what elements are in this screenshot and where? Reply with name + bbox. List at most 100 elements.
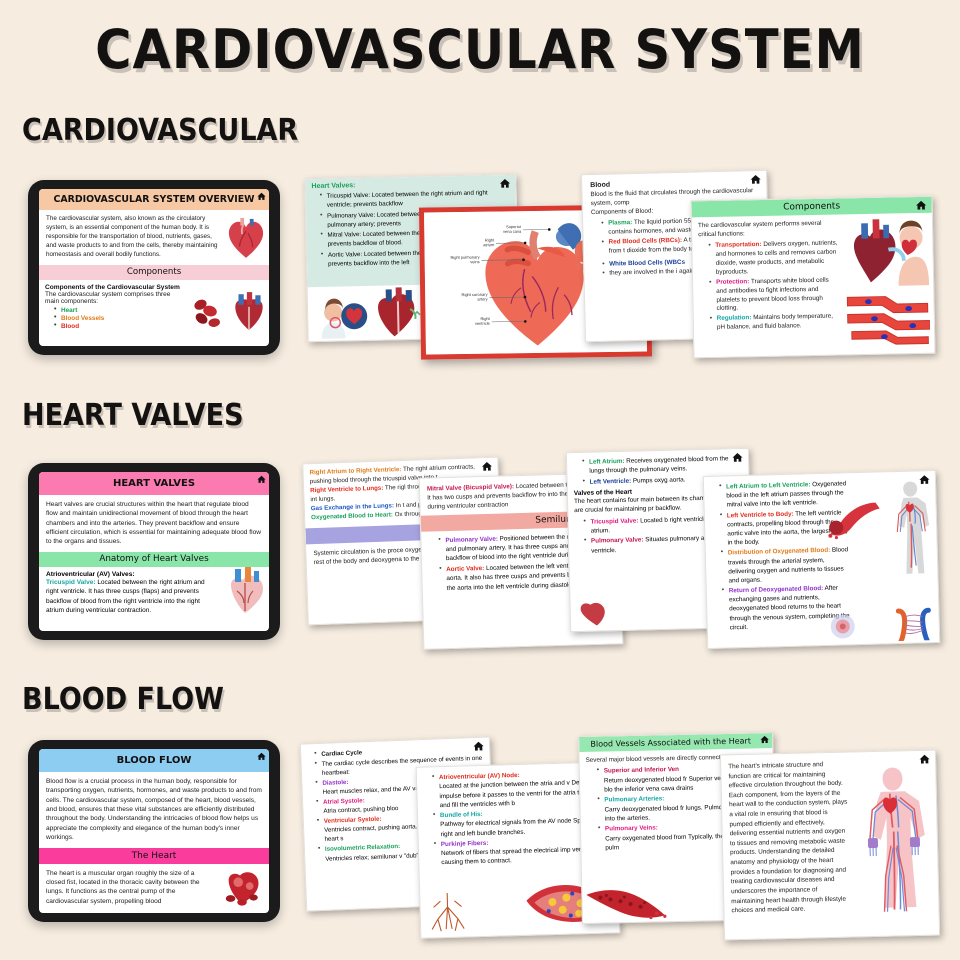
term: White Blood Cells (WBCs: [609, 258, 686, 268]
components-intro: The cardiovascular system performs sever…: [697, 219, 822, 239]
list-item: Protection: Transports white blood cells…: [708, 276, 840, 314]
capillary-bed-illustration: [830, 608, 871, 643]
summary-text: The heart's intricate structure and func…: [728, 761, 848, 915]
home-icon[interactable]: [257, 752, 266, 761]
term: Atrioventricular (AV) Node:: [438, 771, 520, 782]
term: Pulmonary Valve:: [590, 536, 644, 545]
overview-intro: The cardiovascular system, also known as…: [46, 215, 218, 258]
list-item: Regulation: Maintains body temperature, …: [709, 313, 840, 333]
tricuspid-term: Tricuspid Valve:: [46, 578, 96, 586]
the-heart-text: The heart is a muscular organ roughly th…: [46, 869, 200, 905]
list-item: Blood: [53, 322, 185, 330]
card-pulmonary-circulation[interactable]: Right Atrium to Right Ventricle: The rig…: [302, 456, 504, 626]
valves-slide-subheader: Anatomy of Heart Valves: [39, 551, 269, 567]
list-item: Left Atrium: Receives oxygenated blood f…: [581, 454, 742, 477]
card-blood-vessels[interactable]: Blood Vessels Associated with the Heart …: [578, 731, 777, 925]
heart-illustration: [227, 210, 269, 265]
text: Pumps oxyg aorta.: [632, 475, 686, 485]
term: Pulmonary Valve:: [445, 535, 498, 544]
home-icon[interactable]: [919, 474, 930, 485]
heart-valves-slide: HEART VALVES Heart valves are crucial st…: [39, 472, 269, 631]
tablet-frame-heart-valves: HEART VALVES Heart valves are crucial st…: [28, 463, 280, 640]
section-title-blood-flow: BLOOD FLOW: [22, 682, 224, 717]
text: Ventricles relax; semilunar v "dub").: [325, 851, 423, 863]
components-banner: Components: [691, 196, 932, 218]
svg-text:atrium: atrium: [483, 242, 495, 247]
text: Atria contract, pushing bloo: [323, 805, 399, 816]
home-icon[interactable]: [732, 452, 743, 463]
term: Isovolumetric Relaxation:: [324, 843, 401, 854]
list-item: Distribution of Oxygenated Blood: Blood …: [720, 546, 852, 586]
term: Cardiac Cycle: [321, 749, 363, 758]
card-blood[interactable]: Blood Blood is the fluid that circulates…: [580, 169, 772, 343]
blood-flow-header: BLOOD FLOW: [39, 749, 269, 772]
overview-section-text: The cardiovascular system comprises thre…: [45, 290, 171, 305]
card-components[interactable]: Components The cardiovascular system per…: [690, 195, 936, 359]
list-item: Transportation: Delivers oxygen, nutrien…: [707, 239, 839, 277]
tablet-frame-overview: CARDIOVASCULAR SYSTEM OVERVIEW The cardi…: [28, 180, 280, 355]
home-icon[interactable]: [257, 192, 266, 201]
heart-small-illustration: [574, 598, 611, 629]
card-blood-distribution[interactable]: Left Atrium to Left Ventricle: Oxygenate…: [702, 469, 941, 650]
home-icon[interactable]: [481, 461, 492, 472]
tricuspid-text: Located between the right atrium and rig…: [46, 578, 205, 615]
term: Pulmonary Arteries:: [604, 795, 665, 804]
components-items: Transportation: Delivers oxygen, nutrien…: [698, 239, 840, 333]
svg-text:Right pulmonary: Right pulmonary: [450, 254, 479, 259]
home-icon[interactable]: [499, 178, 511, 189]
heart-and-torso-illustration: [844, 215, 930, 289]
overview-slide: CARDIOVASCULAR SYSTEM OVERVIEW The cardi…: [39, 189, 269, 346]
svg-text:Superior: Superior: [506, 224, 522, 229]
term: Oxygenated Blood to Heart:: [310, 510, 394, 521]
card-heart-valves-list[interactable]: Heart Valves: Tricuspid Valve: Located b…: [304, 173, 520, 343]
svg-text:Right: Right: [485, 237, 495, 242]
card-heart-chambers[interactable]: Left Atrium: Receives oxygenated blood f…: [565, 447, 754, 633]
svg-text:Right coronary: Right coronary: [462, 292, 488, 297]
muscle-fibers-illustration: [845, 287, 931, 347]
term: Atrial Systole:: [322, 797, 365, 807]
valves-slide-intro: Heart valves are crucial structures with…: [46, 501, 262, 546]
term: Red Blood Cells (RBCs):: [608, 236, 683, 246]
av-valves-title: Atrioventricular (AV) Valves:: [46, 570, 135, 578]
svg-text:veins: veins: [470, 259, 479, 264]
term: Left Ventricle to Body:: [726, 510, 794, 520]
home-icon[interactable]: [760, 735, 769, 744]
list-item: Blood Vessels: [53, 314, 185, 322]
term: Return of Deoxygenated Blood:: [728, 585, 824, 595]
term: Regulation:: [716, 314, 752, 323]
term: Transportation:: [715, 240, 762, 249]
term: Tricuspid Valve:: [590, 517, 639, 526]
term: Superior and Inferior Ven: [603, 766, 680, 775]
overview-bullets: Heart Blood Vessels Blood: [45, 306, 185, 330]
term: Diastole:: [322, 779, 349, 788]
vessels-banner: Blood Vessels Associated with the Heart: [579, 732, 773, 753]
term: Bundle of His:: [439, 810, 483, 820]
heart-chambers-illustration: [372, 287, 425, 338]
blood-flow-intro: Blood flow is a crucial process in the h…: [46, 778, 262, 842]
home-icon[interactable]: [750, 174, 761, 185]
tablet-frame-blood-flow: BLOOD FLOW Blood flow is a crucial proce…: [28, 740, 280, 922]
vein-with-cells-illustration: [584, 885, 677, 921]
heart-cross-section-illustration: [229, 280, 269, 346]
home-icon[interactable]: [919, 754, 930, 765]
term: Distribution of Oxygenated Blood:: [727, 547, 831, 557]
page-title: CARDIOVASCULAR SYSTEM: [95, 18, 865, 81]
blood-cells-illustration: [191, 280, 229, 346]
term: Left Atrium:: [588, 457, 625, 466]
home-icon[interactable]: [916, 200, 927, 211]
card-cardiac-cycle[interactable]: Cardiac Cycle The cardiac cycle describe…: [299, 736, 497, 912]
section-title-heart-valves: HEART VALVES: [22, 398, 244, 433]
home-icon[interactable]: [257, 475, 266, 484]
svg-text:ventricle: ventricle: [475, 321, 491, 326]
term: Right Ventricle to Lungs:: [310, 484, 384, 495]
home-icon[interactable]: [473, 741, 484, 752]
term: Left Atrium to Left Ventricle:: [725, 481, 811, 491]
heart-with-blood-cells-illustration: [221, 864, 269, 908]
term: Pulmonary Veins:: [604, 824, 658, 833]
card-heart-summary[interactable]: The heart's intricate structure and func…: [719, 749, 941, 941]
the-heart-subheader: The Heart: [39, 847, 269, 864]
components-text: The cardiovascular system performs sever…: [692, 214, 847, 357]
artery-illustration: [825, 498, 882, 540]
